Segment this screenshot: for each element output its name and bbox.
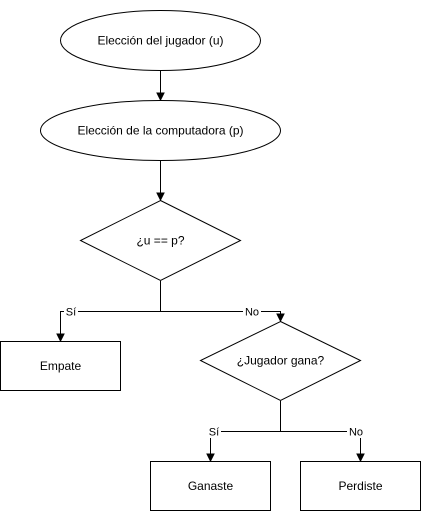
equal-check-diamond bbox=[79, 199, 242, 282]
player-wins-check-diamond bbox=[199, 320, 362, 402]
edge-label-wins-no: No bbox=[349, 427, 363, 439]
player-choice-label: Elección del jugador (u) bbox=[97, 34, 223, 48]
edge-label-equal-no: No bbox=[245, 307, 259, 319]
edge-label-bg-equal-yes bbox=[64, 305, 78, 318]
edge-labels: Sí No Sí No bbox=[64, 305, 365, 439]
player-wins-check-label: ¿Jugador gana? bbox=[237, 354, 325, 368]
arrowhead-computer bbox=[156, 92, 165, 102]
edge-label-equal-yes: Sí bbox=[66, 307, 76, 319]
lose-box bbox=[300, 461, 421, 511]
node-player-wins-check: ¿Jugador gana? bbox=[199, 320, 362, 402]
arrowhead-win bbox=[206, 453, 215, 463]
arrowhead-player-wins-check bbox=[276, 313, 285, 323]
node-equal-check: ¿u == p? bbox=[79, 199, 242, 282]
player-choice-ellipse bbox=[60, 10, 261, 71]
edge-label-bg-wins-yes bbox=[207, 425, 221, 438]
computer-choice-label: Elección de la computadora (p) bbox=[77, 124, 243, 138]
edge-equal-no bbox=[160, 311, 281, 317]
win-label: Ganaste bbox=[188, 479, 234, 493]
node-tie: Empate bbox=[0, 341, 121, 391]
arrowhead-lose bbox=[356, 453, 365, 463]
computer-choice-ellipse bbox=[40, 100, 281, 161]
tie-label: Empate bbox=[40, 359, 82, 373]
node-computer-choice: Elección de la computadora (p) bbox=[40, 100, 281, 161]
win-box bbox=[150, 461, 271, 511]
edge-label-bg-wins-no bbox=[347, 425, 365, 438]
edge-label-bg-equal-no bbox=[243, 305, 261, 318]
lose-label: Perdiste bbox=[338, 479, 382, 493]
edge-label-wins-yes: Sí bbox=[209, 427, 219, 439]
tie-box bbox=[0, 341, 121, 391]
node-win: Ganaste bbox=[150, 461, 271, 511]
node-lose: Perdiste bbox=[300, 461, 421, 511]
edge-equal-yes bbox=[60, 311, 161, 337]
arrowhead-tie bbox=[56, 333, 65, 343]
equal-check-label: ¿u == p? bbox=[136, 234, 184, 248]
node-player-choice: Elección del jugador (u) bbox=[60, 10, 261, 71]
arrowhead-equal-check bbox=[156, 192, 165, 202]
